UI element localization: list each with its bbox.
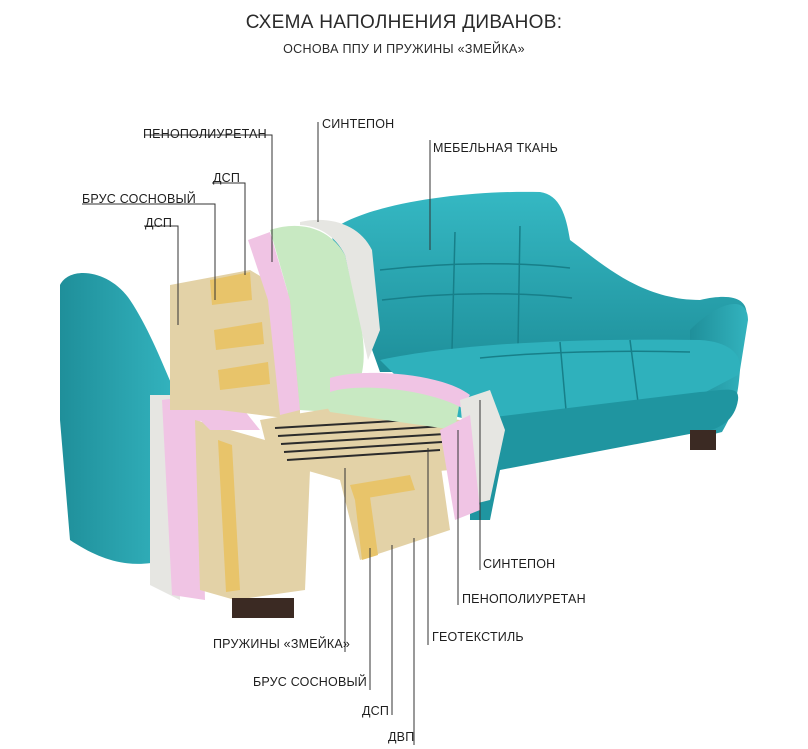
label-geotextile: ГЕОТЕКСТИЛЬ <box>432 630 524 644</box>
label-dsp-bottom: ДСП <box>362 704 390 718</box>
seat-seam <box>479 350 691 359</box>
label-dsp-left: ДСП <box>145 216 173 230</box>
backrest-seam <box>517 225 521 346</box>
backrest-pink-foam <box>248 232 300 415</box>
seat-front-pine <box>355 497 378 560</box>
sofa-left-armrest <box>60 273 175 564</box>
backrest-seam <box>379 262 571 271</box>
sofa-leg <box>690 430 716 450</box>
diagram-subtitle: ОСНОВА ППУ И ПРУЖИНЫ «ЗМЕЙКА» <box>283 42 525 56</box>
seat-side-pink-foam <box>440 415 480 520</box>
backrest-pine-bar <box>210 272 252 305</box>
diagram-title: СХЕМА НАПОЛНЕНИЯ ДИВАНОВ: <box>245 12 563 33</box>
seat-seam <box>629 339 639 403</box>
seat-pink-foam <box>330 372 470 408</box>
sofa-backrest <box>330 191 747 372</box>
backrest-green-foam <box>270 225 364 412</box>
seat-front-pine <box>350 475 415 500</box>
backrest-seam <box>451 231 456 351</box>
label-dvp: ДВП <box>388 730 415 744</box>
label-brus-top: БРУС СОСНОВЫЙ <box>82 192 196 206</box>
leader-dsp-top <box>212 182 246 275</box>
armrest-pine-frame <box>218 440 240 592</box>
backrest-pine-bar <box>214 322 264 350</box>
seat-spring-tray <box>260 405 460 480</box>
backrest-sintepon <box>300 219 380 360</box>
leader-lines <box>82 122 481 745</box>
label-ppu-right: ПЕНОПОЛИУРЕТАН <box>462 592 586 606</box>
label-brus-bottom: БРУС СОСНОВЫЙ <box>253 675 367 689</box>
label-sintepon-top: СИНТЕПОН <box>322 117 395 131</box>
leader-brus-top <box>82 203 216 300</box>
label-sintepon-right: СИНТЕПОН <box>483 557 556 571</box>
armrest-foam-layer <box>162 395 205 600</box>
sofa-front-base <box>470 389 739 520</box>
label-fabric: МЕБЕЛЬНАЯ ТКАНЬ <box>433 141 559 155</box>
label-ppu-top: ПЕНОПОЛИУРЕТАН <box>143 127 267 141</box>
label-springs: ПРУЖИНЫ «ЗМЕЙКА» <box>213 637 351 651</box>
seat-seam <box>559 341 567 411</box>
backrest-seam <box>381 292 573 301</box>
backrest-pine-bar <box>218 362 270 390</box>
leader-ppu-top <box>145 134 273 262</box>
label-dsp-top: ДСП <box>213 171 241 185</box>
leader-dsp-left <box>144 225 179 325</box>
armrest-leg <box>232 598 294 618</box>
